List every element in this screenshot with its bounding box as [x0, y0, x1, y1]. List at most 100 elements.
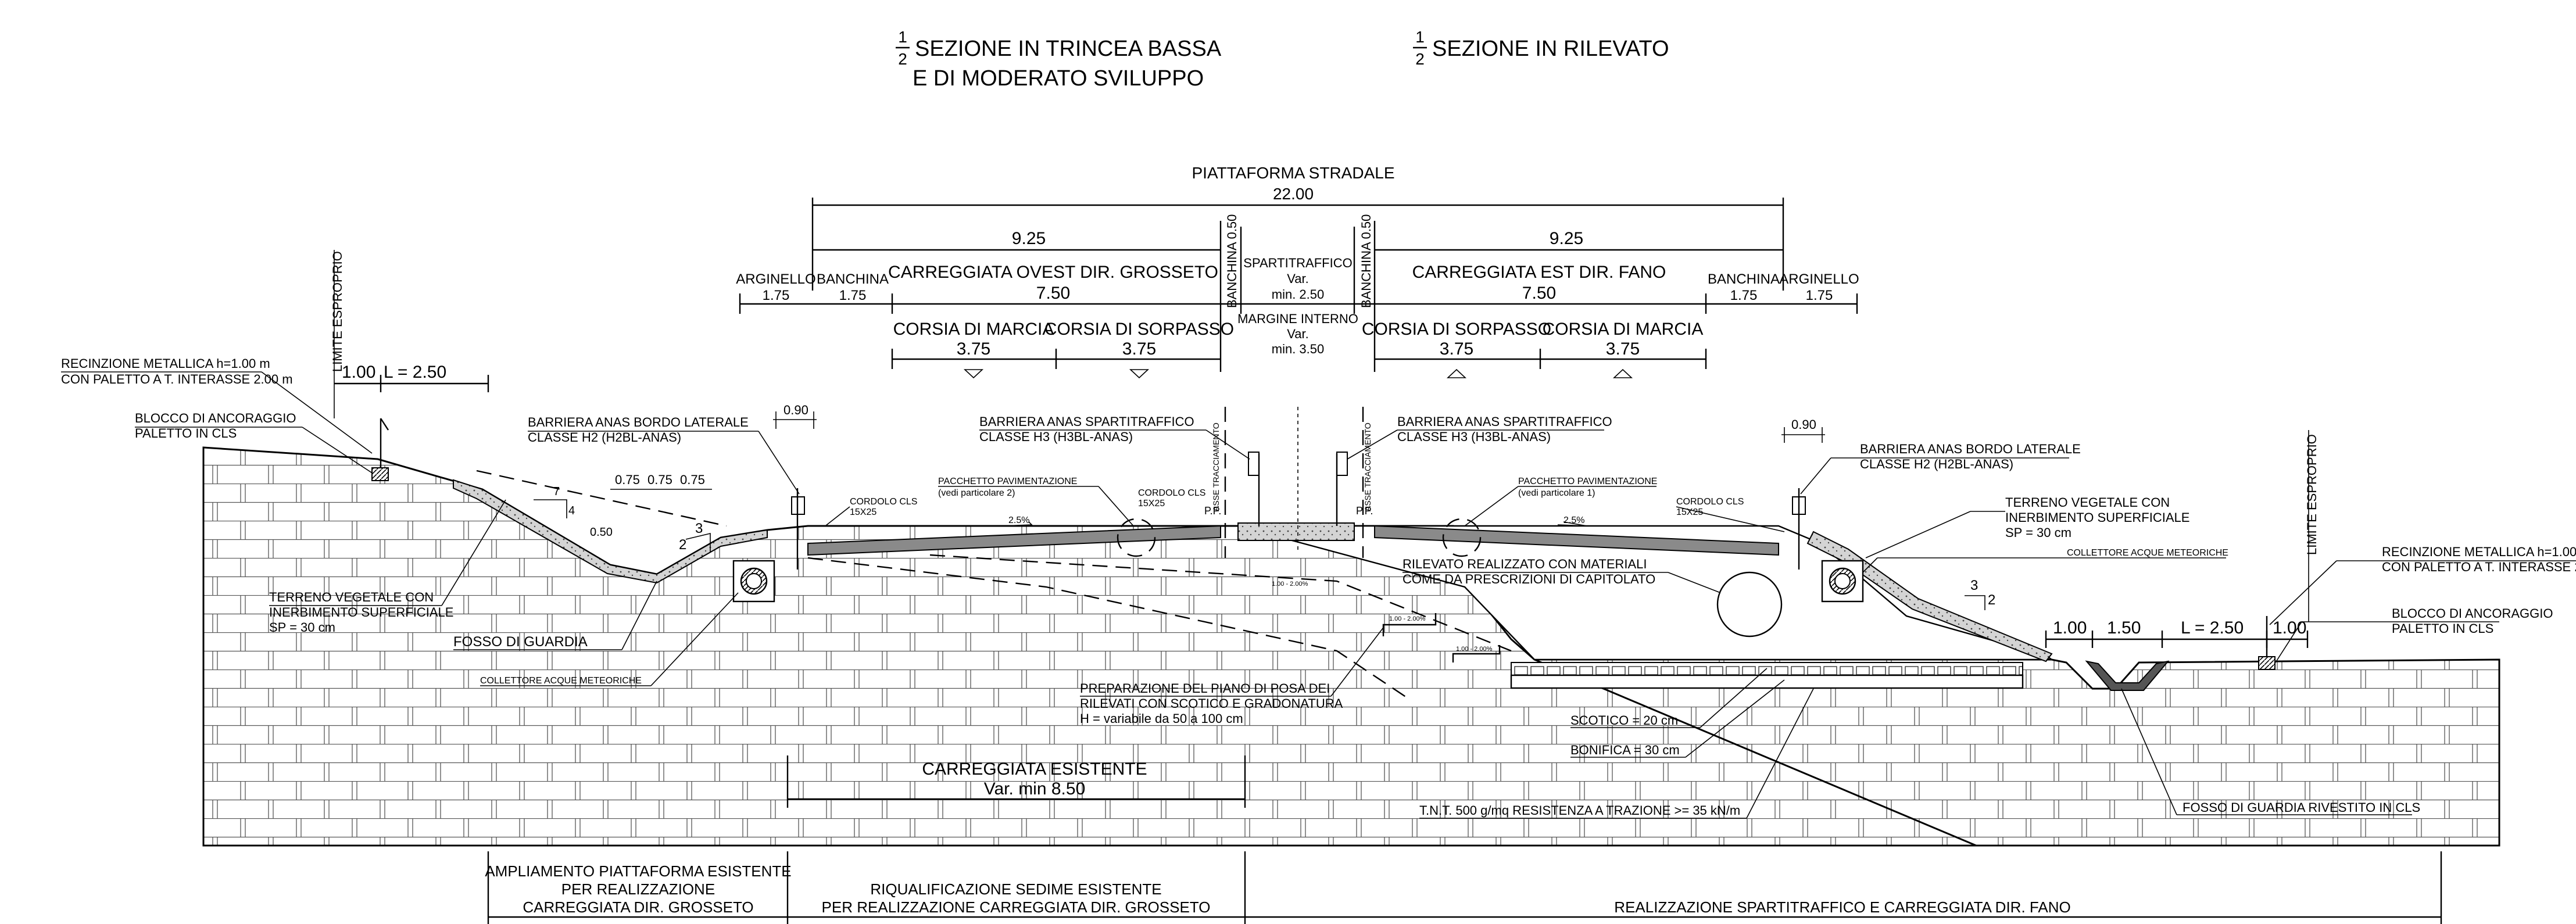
title-right-fraction-num: 1 [1415, 28, 1425, 46]
cordolo-center-left-l1: CORDOLO CLS [1138, 488, 1205, 498]
lane-right-2-label: CORSIA DI MARCIA [1543, 320, 1704, 339]
terreno-right-l2: INERBIMENTO SUPERFICIALE [2005, 510, 2189, 525]
terreno-right-l3: SP = 30 cm [2005, 525, 2071, 540]
dim-right-150: 1.50 [2107, 618, 2141, 638]
median [1237, 522, 1355, 541]
recinzione-right-l2: CON PALETTO A T. INTERASSE 2.00 m [2382, 560, 2576, 574]
barriera-lat-right-l1: BARRIERA ANAS BORDO LATERALE [1860, 442, 2081, 456]
direction-arrow-left-2 [1129, 369, 1150, 379]
platform-value: 22.00 [1273, 185, 1314, 203]
pacchetto-right-l1: PACCHETTO PAVIMENTAZIONE [1518, 477, 1657, 486]
lane-left-2-label: CORSIA DI SORPASSO [1044, 320, 1234, 339]
step-label-3: 1.00 - 2.00% [1456, 646, 1493, 653]
fosso-guardia-left: FOSSO DI GUARDIA [453, 634, 588, 650]
collettore-left [732, 560, 775, 603]
terreno-left-l1: TERRENO VEGETALE CON [269, 590, 434, 604]
existing-ground-dashed [476, 470, 727, 527]
lane-right-1-label: CORSIA DI SORPASSO [1362, 320, 1551, 339]
existing-ground-dashed-3 [807, 557, 1407, 698]
barriera-spart-right-l2: CLASSE H3 (H3BL-ANAS) [1397, 429, 1551, 444]
carreggiata-est-label: CARREGGIATA EST DIR. FANO [1412, 263, 1666, 282]
title-left-line2: E DI MODERATO SVILUPPO [913, 66, 1204, 91]
dim-l250-left: L = 2.50 [384, 363, 446, 382]
rilevato-l2: COME DA PRESCRIZIONI DI CAPITOLATO [1403, 572, 1655, 586]
amp-l1: AMPLIAMENTO PIATTAFORMA ESISTENTE [485, 862, 791, 880]
dim-075-b: 0.75 [647, 472, 672, 487]
dim-075-c: 0.75 [680, 472, 705, 487]
dim-100-left: 1.00 [342, 363, 375, 382]
banchina-right-value: 1.75 [1730, 288, 1758, 303]
margine-interno-var: Var. [1287, 327, 1309, 341]
arginello-left-value: 1.75 [763, 288, 790, 303]
slope-7-left: 7 [553, 485, 560, 498]
slope-3-left: 3 [695, 521, 703, 536]
real-label: REALIZZAZIONE SPARTITRAFFICO E CARREGGIA… [1614, 898, 2070, 916]
blocco-right-l1: BLOCCO DI ANCORAGGIO [2392, 606, 2553, 621]
cordolo-right-l2: 15X25 [1676, 507, 1703, 517]
direction-arrow-left-1 [963, 369, 984, 379]
annotations-left: LIMITE ESPROPRIO RECINZIONE METALLICA h=… [61, 250, 1384, 808]
arginello-right-value: 1.75 [1806, 288, 1833, 303]
carreggiata-esistente-label: CARREGGIATA ESISTENTE [922, 760, 1147, 779]
barriera-lat-right-l2: CLASSE H2 (H2BL-ANAS) [1860, 457, 2013, 471]
lane-left-1-value: 3.75 [957, 339, 990, 359]
slope-2-left: 2 [679, 537, 686, 553]
terreno-left-l3: SP = 30 cm [269, 620, 335, 635]
terreno-vegetale-right [1806, 531, 2053, 662]
dim-right-100: 1.00 [2053, 618, 2087, 638]
slope-25-left: 2.5% [1008, 515, 1029, 525]
bottom-bands: AMPLIAMENTO PIATTAFORMA ESISTENTE PER RE… [485, 851, 2442, 924]
cordolo-center-left-l2: 15X25 [1138, 499, 1165, 508]
slope-2-right: 2 [1988, 592, 1995, 608]
gradonatura-steps [1382, 613, 1501, 662]
collettore-right [1821, 560, 1864, 603]
pacchetto-right-l2: (vedi particolare 1) [1518, 488, 1595, 498]
title-right: 1 2 SEZIONE IN RILEVATO [1413, 28, 1669, 68]
barriera-lat-left-l2: CLASSE H2 (H2BL-ANAS) [528, 430, 681, 445]
blocco-left-l1: BLOCCO DI ANCORAGGIO [135, 411, 296, 425]
terreno-vegetale-left [453, 479, 768, 584]
slope-3-right: 3 [1970, 578, 1978, 593]
barrier-median-right [1336, 452, 1348, 526]
pp-left: P.P. [1204, 505, 1221, 517]
title-left-fraction-den: 2 [898, 50, 907, 68]
collettore-left-label: COLLETTORE ACQUE METEORICHE [480, 676, 642, 686]
asse-tracciamento-left: ASSE TRACCIAMENTO [1211, 422, 1221, 511]
existing-ground-dashed-2 [929, 554, 1512, 652]
margine-interno-label: MARGINE INTERNO [1237, 311, 1358, 326]
title-left: 1 2 SEZIONE IN TRINCEA BASSA E DI MODERA… [896, 28, 1222, 91]
banchina-right-label: BANCHINA [1708, 271, 1780, 287]
recinzione-left-l1: RECINZIONE METALLICA h=1.00 m [61, 356, 270, 371]
margine-interno-min: min. 3.50 [1272, 342, 1325, 356]
platform-label: PIATTAFORMA STRADALE [1192, 164, 1394, 182]
spartitraffico-var: Var. [1287, 271, 1309, 286]
carreggiata-ovest-label: CARREGGIATA OVEST DIR. GROSSETO [888, 263, 1218, 282]
cordolo-right-l1: CORDOLO CLS [1676, 497, 1744, 507]
preparazione-l3: H = variabile da 50 a 100 cm [1080, 711, 1243, 726]
barrier-left [791, 488, 805, 570]
banchina-left-label: BANCHINA [817, 271, 889, 287]
dimension-chains: PIATTAFORMA STRADALE 22.00 9.25 9.25 ARG… [736, 164, 1859, 379]
title-left-fraction-num: 1 [898, 28, 907, 46]
carreggiata-esistente-var: Var. min 8.50 [984, 779, 1086, 798]
barriera-spart-left-l2: CLASSE H3 (H3BL-ANAS) [979, 429, 1133, 444]
rilevato-detail-circle [1716, 571, 1783, 638]
terreno-right-l1: TERRENO VEGETALE CON [2005, 495, 2170, 510]
dim-090-left: 0.90 [783, 403, 808, 417]
blocco-left-l2: PALETTO IN CLS [135, 426, 237, 440]
tnt-label: T.N.T. 500 g/mq RESISTENZA A TRAZIONE >=… [1419, 803, 1740, 818]
dim-050-left: 0.50 [590, 526, 613, 539]
riq-l2: PER REALIZZAZIONE CARREGGIATA DIR. GROSS… [822, 898, 1211, 916]
annotations-right: BARRIERA ANAS SPARTITRAFFICO CLASSE H3 (… [1347, 414, 2576, 819]
direction-arrow-right-2 [1612, 368, 1633, 378]
title-right-fraction-den: 2 [1415, 50, 1425, 68]
half-right-value: 9.25 [1550, 229, 1583, 248]
dim-right-100b: 1.00 [2273, 618, 2306, 638]
barriera-lat-left-l1: BARRIERA ANAS BORDO LATERALE [528, 415, 749, 429]
amp-l3: CARREGGIATA DIR. GROSSETO [523, 898, 753, 916]
fosso-rivestito [2085, 660, 2170, 691]
arginello-right-label: ARGINELLO [1779, 271, 1859, 287]
asse-tracciamento-right: ASSE TRACCIAMENTO [1363, 422, 1372, 511]
banchina-left-value: 1.75 [839, 288, 867, 303]
